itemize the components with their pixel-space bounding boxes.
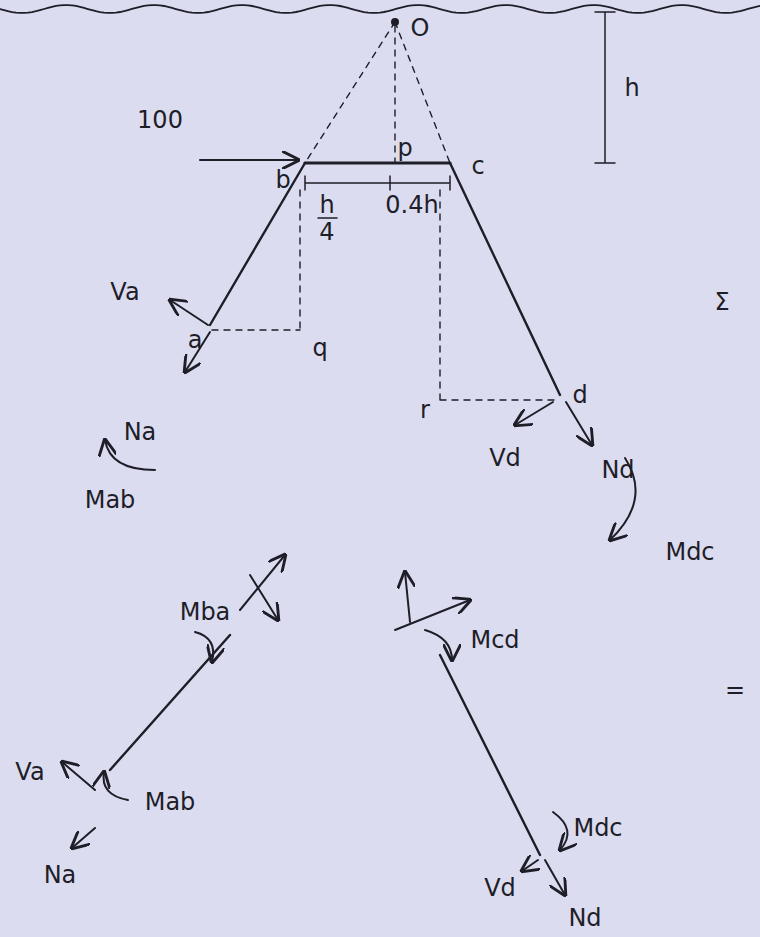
axial-arrow [566, 402, 592, 445]
force-label: Na [44, 863, 77, 887]
load-value: 100 [137, 108, 183, 132]
column-cd-free-body [440, 655, 540, 855]
axial-arrow [240, 555, 285, 610]
force-label: Vd [489, 446, 521, 470]
shear-arrow [170, 300, 208, 325]
dimension-label: 0.4h [385, 193, 438, 217]
force-label: Nd [568, 906, 601, 930]
fraction-bar [318, 217, 337, 219]
shear-arrow [515, 402, 553, 425]
column-ab-free-body [110, 635, 230, 770]
dimension-label: h [624, 76, 639, 100]
margin-note: Σ [714, 290, 729, 314]
load-arrow [200, 159, 298, 161]
shear-arrow [405, 572, 410, 622]
projection-line [440, 190, 555, 400]
moment-arrow [553, 812, 568, 850]
joint-label: b [275, 168, 290, 192]
force-label: Mba [180, 600, 231, 624]
point-label: q [312, 336, 327, 360]
force-label: Mab [85, 488, 136, 512]
axial-arrow [72, 828, 95, 848]
moment-arrow [104, 772, 129, 800]
projection-line [395, 22, 450, 163]
column-cd [450, 163, 560, 395]
dimension-label: 4 [319, 220, 334, 244]
force-label: Va [15, 760, 44, 784]
moment-arrow [105, 440, 155, 470]
shear-arrow [62, 762, 95, 790]
projection-line [212, 190, 300, 330]
force-label: Va [110, 280, 139, 304]
point-label: p [397, 136, 412, 160]
drawing-lines [0, 5, 760, 895]
moment-arrow [195, 632, 213, 662]
force-label: Mab [145, 790, 196, 814]
point-label: O [411, 16, 430, 40]
force-label: Nd [601, 458, 634, 482]
column-ab [210, 163, 305, 325]
joint-label: a [188, 328, 203, 352]
point-label: r [420, 398, 430, 422]
force-label: Mdc [573, 816, 622, 840]
projection-line [305, 22, 395, 163]
force-label: Mdc [665, 540, 714, 564]
force-label: Na [124, 420, 157, 444]
water-surface [0, 5, 760, 13]
force-label: Vd [484, 876, 516, 900]
projection-line [394, 26, 395, 163]
axial-arrow [545, 860, 565, 895]
span-dimension [305, 176, 450, 190]
axial-arrow [395, 600, 470, 630]
shear-arrow [250, 575, 278, 620]
shear-arrow [522, 860, 538, 871]
margin-note: = [725, 678, 745, 702]
force-label: Mcd [470, 628, 519, 652]
beam-bc [305, 161, 450, 164]
joint-label: c [471, 154, 484, 178]
height-dimension [595, 12, 615, 163]
dimension-label: h [319, 193, 334, 217]
joint-label: d [572, 383, 587, 407]
moment-arrow [425, 630, 452, 660]
